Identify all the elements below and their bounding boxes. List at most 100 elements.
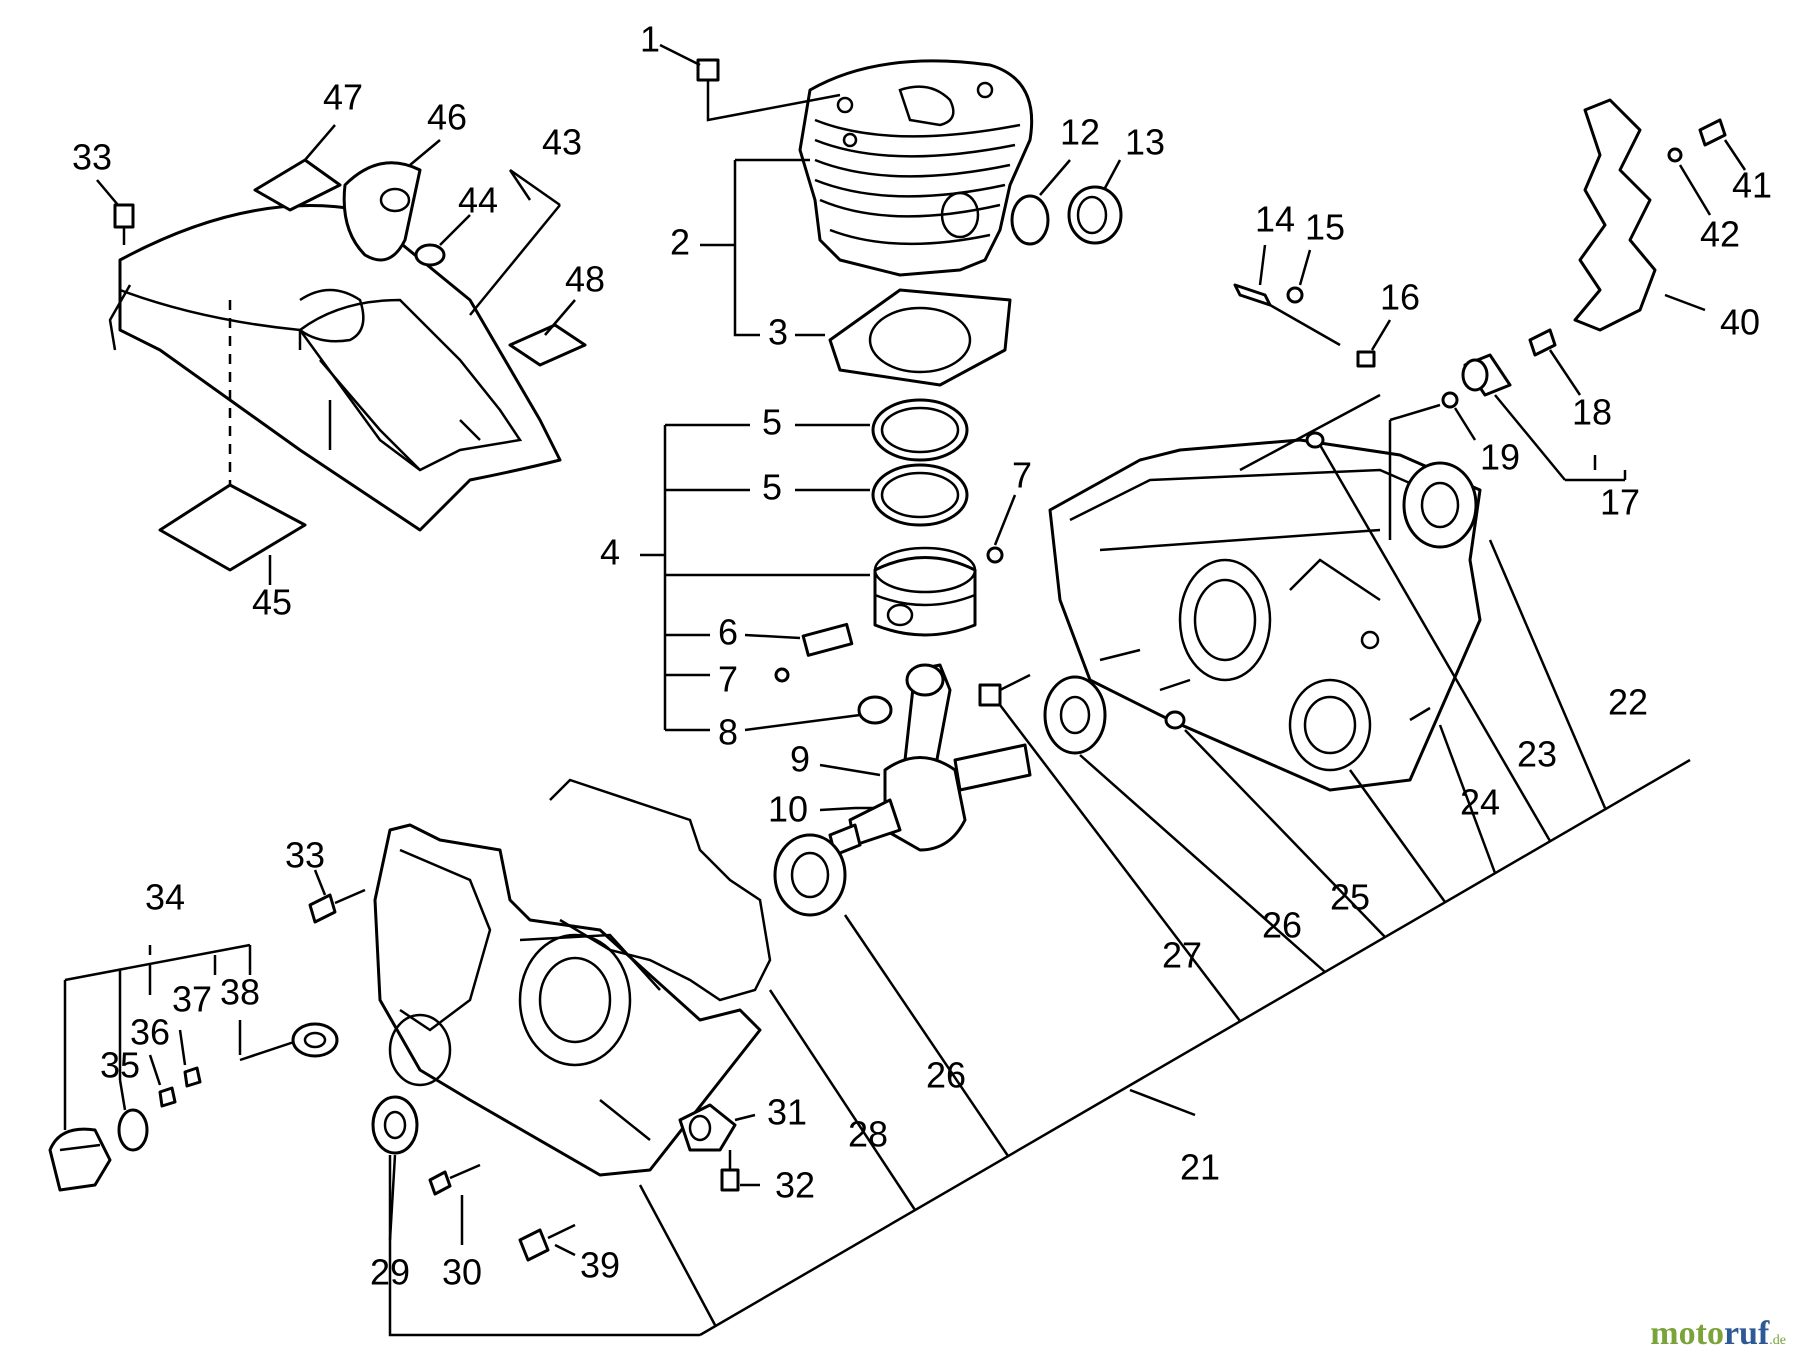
callout-22: 22 — [1608, 682, 1648, 723]
bracket-31 — [678, 1103, 737, 1152]
bearing-22 — [1402, 461, 1478, 549]
clip-7 — [986, 546, 1004, 564]
callout-14: 14 — [1255, 199, 1295, 240]
callout-15: 15 — [1305, 207, 1345, 248]
oil-cap-34 — [48, 1127, 112, 1192]
callout-19: 19 — [1480, 437, 1520, 478]
callout-45: 45 — [252, 582, 292, 623]
callout-13: 13 — [1125, 122, 1165, 163]
sleeve-17 — [1461, 353, 1512, 397]
callout-41: 41 — [1732, 165, 1772, 206]
callout-7b: 7 — [718, 659, 738, 700]
callout-47: 47 — [323, 77, 363, 118]
part-14 — [1233, 283, 1341, 347]
crankshaft-9 — [828, 663, 1032, 857]
callout-42: 42 — [1700, 214, 1740, 255]
screw-41 — [1698, 118, 1727, 147]
piston-ring-5a — [871, 398, 969, 462]
callout-4: 4 — [600, 532, 620, 573]
callout-3: 3 — [768, 312, 788, 353]
pin-25 — [1164, 710, 1186, 730]
part-37 — [183, 1066, 202, 1088]
gasket-3 — [828, 288, 1012, 387]
top-cover — [108, 204, 562, 532]
callout-43: 43 — [542, 122, 582, 163]
callout-25: 25 — [1330, 877, 1370, 918]
clip-7-lower — [774, 667, 790, 683]
callout-29: 29 — [370, 1252, 410, 1293]
callout-35: 35 — [100, 1045, 140, 1086]
callout-18: 18 — [1572, 392, 1612, 433]
callout-12: 12 — [1060, 112, 1100, 153]
callout-33b: 33 — [285, 835, 325, 876]
piston-4 — [873, 546, 977, 637]
callout-40: 40 — [1720, 302, 1760, 343]
washer-19 — [1441, 391, 1459, 409]
callout-26b: 26 — [926, 1055, 966, 1096]
bolt-27 — [978, 673, 1031, 707]
callout-48: 48 — [565, 259, 605, 300]
gasket-28 — [549, 778, 772, 1002]
callout-27: 27 — [1162, 935, 1202, 976]
screw-18 — [1528, 328, 1557, 357]
callout-5b: 5 — [762, 467, 782, 508]
ring-12 — [1010, 194, 1050, 246]
screw-24 — [1409, 706, 1431, 722]
grommet-44 — [414, 243, 446, 267]
bearing-26-lower — [773, 833, 847, 917]
callout-numbers: 1 2 3 4 5 5 6 7 7 8 9 10 12 13 14 15 16 … — [72, 19, 1772, 1293]
plate-46 — [342, 161, 422, 262]
callout-24: 24 — [1460, 782, 1500, 823]
callout-30: 30 — [442, 1252, 482, 1293]
screw-33-lower — [308, 888, 366, 924]
seal-29 — [371, 1095, 419, 1155]
callout-6: 6 — [718, 612, 738, 653]
cylinder-2 — [798, 59, 1034, 277]
watermark-part1: moto — [1650, 1315, 1724, 1352]
decal-48 — [508, 323, 587, 367]
screw-33-top — [113, 203, 135, 245]
part-23 — [1305, 431, 1325, 449]
part-36 — [158, 1086, 177, 1108]
callout-44: 44 — [458, 180, 498, 221]
callout-37: 37 — [172, 979, 212, 1020]
spike-bumper-40 — [1573, 98, 1657, 332]
part-13 — [1067, 185, 1123, 245]
callout-38: 38 — [220, 972, 260, 1013]
washer-42 — [1667, 147, 1683, 163]
screw-32 — [720, 1150, 740, 1192]
decal-47 — [253, 158, 342, 212]
callout-8: 8 — [718, 712, 738, 753]
callout-23: 23 — [1517, 734, 1557, 775]
callout-26a: 26 — [1262, 905, 1302, 946]
piston-ring-5b — [871, 463, 969, 527]
bolt-39 — [518, 1223, 576, 1262]
watermark-part2: ruf — [1723, 1315, 1770, 1352]
callout-10: 10 — [768, 789, 808, 830]
callout-2: 2 — [670, 222, 690, 263]
screw-1 — [696, 58, 720, 98]
callout-32: 32 — [775, 1165, 815, 1206]
part-38 — [239, 1038, 301, 1062]
washer-15 — [1286, 286, 1304, 304]
callout-5a: 5 — [762, 402, 782, 443]
callout-16: 16 — [1380, 277, 1420, 318]
callout-9: 9 — [790, 739, 810, 780]
oring-35 — [117, 1108, 149, 1152]
watermark-suffix: .de — [1769, 1333, 1786, 1348]
callout-39: 39 — [580, 1245, 620, 1286]
callout-1: 1 — [640, 19, 660, 60]
callout-31: 31 — [767, 1092, 807, 1133]
cap-38 — [291, 1022, 339, 1058]
pin-6 — [801, 622, 854, 657]
callout-46: 46 — [427, 97, 467, 138]
nut-16 — [1356, 350, 1376, 368]
bearing-8 — [857, 695, 893, 725]
screw-30 — [428, 1163, 481, 1196]
leader-lines — [63, 43, 1747, 1337]
callout-33a: 33 — [72, 137, 112, 178]
callout-21: 21 — [1180, 1147, 1220, 1188]
callout-36: 36 — [130, 1012, 170, 1053]
callout-17: 17 — [1600, 482, 1640, 523]
